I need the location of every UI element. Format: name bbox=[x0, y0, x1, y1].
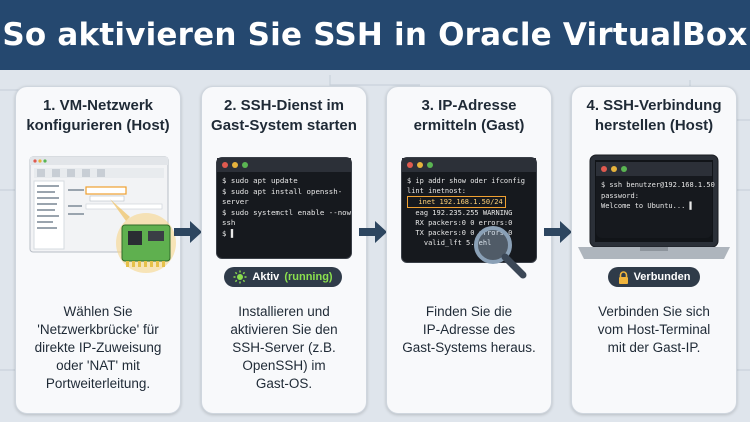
step-3-title-line1: 3. IP-Adresse bbox=[421, 97, 517, 114]
terminal-window: $ sudo apt update$ sudo apt install open… bbox=[216, 157, 352, 259]
terminal-line: password: bbox=[601, 191, 639, 200]
status-label: Aktiv bbox=[252, 271, 280, 283]
terminal-line: eag 192.235.255 WARNING bbox=[407, 209, 513, 217]
desc-line: SSH-Server (z.B. bbox=[232, 340, 336, 355]
step-card-1: 1. VM-Netzwerk konfigurieren (Host) Wähl… bbox=[15, 86, 181, 414]
arrow-right-icon bbox=[359, 221, 387, 243]
terminal-line: lint inetnost: bbox=[407, 187, 467, 195]
desc-line: Gast-OS. bbox=[255, 376, 313, 391]
terminal-titlebar bbox=[217, 158, 351, 172]
desc-line: OpenSSH) im bbox=[242, 358, 326, 373]
desc-line: 'Netzwerkbrücke' für bbox=[37, 322, 159, 337]
desc-line: direkte IP-Zuweisung bbox=[34, 340, 162, 355]
terminal-window: $ ssh benutzer@192.168.1.50 password: Welc… bbox=[596, 162, 715, 238]
terminal-line: Welcome to Ubuntu... ▌ bbox=[601, 202, 694, 210]
header-banner: So aktivieren Sie SSH in Oracle VirtualB… bbox=[0, 0, 750, 70]
step-3-title: 3. IP-Adresse ermitteln (Gast) bbox=[387, 96, 551, 136]
terminal-line: $ ssh benutzer@192.168.1.50 bbox=[601, 181, 715, 189]
desc-line: Verbinden Sie sich bbox=[598, 304, 710, 319]
desc-line: Installieren und bbox=[238, 304, 330, 319]
magnifier-icon bbox=[474, 226, 527, 279]
step-3-title-line2: ermitteln (Gast) bbox=[413, 117, 525, 134]
step-2-title: 2. SSH-Dienst im Gast-System starten bbox=[202, 96, 366, 136]
step-1-title: 1. VM-Netzwerk konfigurieren (Host) bbox=[16, 96, 180, 136]
step-2-title-line2: Gast-System starten bbox=[211, 117, 357, 134]
status-state: (running) bbox=[284, 271, 333, 283]
desc-line: IP-Adresse des bbox=[422, 322, 516, 337]
lock-icon bbox=[618, 270, 628, 284]
terminal-line: server bbox=[222, 197, 249, 206]
step-4-title-line1: 4. SSH-Verbindung bbox=[586, 97, 722, 114]
terminal-titlebar bbox=[596, 162, 712, 176]
arrow-right-icon bbox=[174, 221, 202, 243]
arrow-right-icon bbox=[544, 221, 572, 243]
terminal-window: $ ip addr show oder ifconfig lint inetnos… bbox=[401, 157, 537, 263]
step-3-description: Finden Sie die IP-Adresse des Gast-Syste… bbox=[391, 303, 547, 357]
step-4-description: Verbinden Sie sich vom Host-Terminal mit… bbox=[576, 303, 732, 357]
desc-line: Gast-Systems heraus. bbox=[402, 340, 536, 355]
terminal-line: $ ▌ bbox=[222, 228, 236, 238]
terminal-line: $ sudo apt install openssh- bbox=[222, 186, 343, 196]
sun-status-icon bbox=[233, 270, 247, 284]
desc-line: Portweiterleitung. bbox=[45, 376, 151, 391]
connected-badge: Verbunden bbox=[608, 267, 700, 287]
step-card-3: 3. IP-Adresse ermitteln (Gast) $ ip addr… bbox=[386, 86, 552, 414]
step-card-2: 2. SSH-Dienst im Gast-System starten $ s… bbox=[201, 86, 367, 414]
page-title: So aktivieren Sie SSH in Oracle VirtualB… bbox=[2, 17, 748, 53]
status-label: Verbunden bbox=[633, 271, 691, 283]
desc-line: mit der Gast-IP. bbox=[607, 340, 701, 355]
terminal-line: valid_lft 5.fehl bbox=[407, 239, 492, 247]
step-1-description: Wählen Sie 'Netzwerkbrücke' für direkte … bbox=[20, 303, 176, 393]
terminal-line: $ ip addr show oder ifconfig bbox=[407, 177, 526, 185]
step-1-title-line2: konfigurieren (Host) bbox=[26, 117, 170, 134]
terminal-line: RX packers:0 0 errors:0 bbox=[407, 219, 513, 227]
step-4-title-line2: herstellen (Host) bbox=[594, 117, 714, 134]
terminal-line: $ sudo apt update bbox=[222, 176, 298, 185]
terminal-line: $ sudo systemctl enable --now bbox=[222, 207, 352, 217]
desc-line: oder 'NAT' mit bbox=[56, 358, 140, 373]
terminal-titlebar bbox=[402, 158, 536, 172]
step-1-title-line1: 1. VM-Netzwerk bbox=[42, 97, 154, 114]
desc-line: aktivieren Sie den bbox=[230, 322, 338, 337]
desc-line: Wählen Sie bbox=[63, 304, 133, 319]
desc-line: Finden Sie die bbox=[425, 304, 513, 319]
status-badge: Aktiv (running) bbox=[224, 267, 342, 287]
step-4-title: 4. SSH-Verbindung herstellen (Host) bbox=[572, 96, 736, 136]
terminal-output: $ sudo apt update$ sudo apt install open… bbox=[217, 172, 351, 243]
terminal-line: TX packers:0 0 errors:0 bbox=[407, 229, 513, 237]
terminal-output: $ ssh benutzer@192.168.1.50 password: Welc… bbox=[596, 176, 715, 216]
step-2-description: Installieren und aktivieren Sie den SSH-… bbox=[206, 303, 362, 393]
desc-line: vom Host-Terminal bbox=[597, 322, 711, 337]
ip-highlight: inet 192.168.1.50/24 bbox=[407, 196, 506, 208]
terminal-line: ssh bbox=[222, 218, 236, 227]
terminal-output: $ ip addr show oder ifconfig lint inetnos… bbox=[402, 172, 536, 252]
step-card-4: 4. SSH-Verbindung herstellen (Host) $ ss… bbox=[571, 86, 737, 414]
settings-window-icon bbox=[29, 156, 176, 273]
step-2-title-line1: 2. SSH-Dienst im bbox=[223, 97, 345, 114]
